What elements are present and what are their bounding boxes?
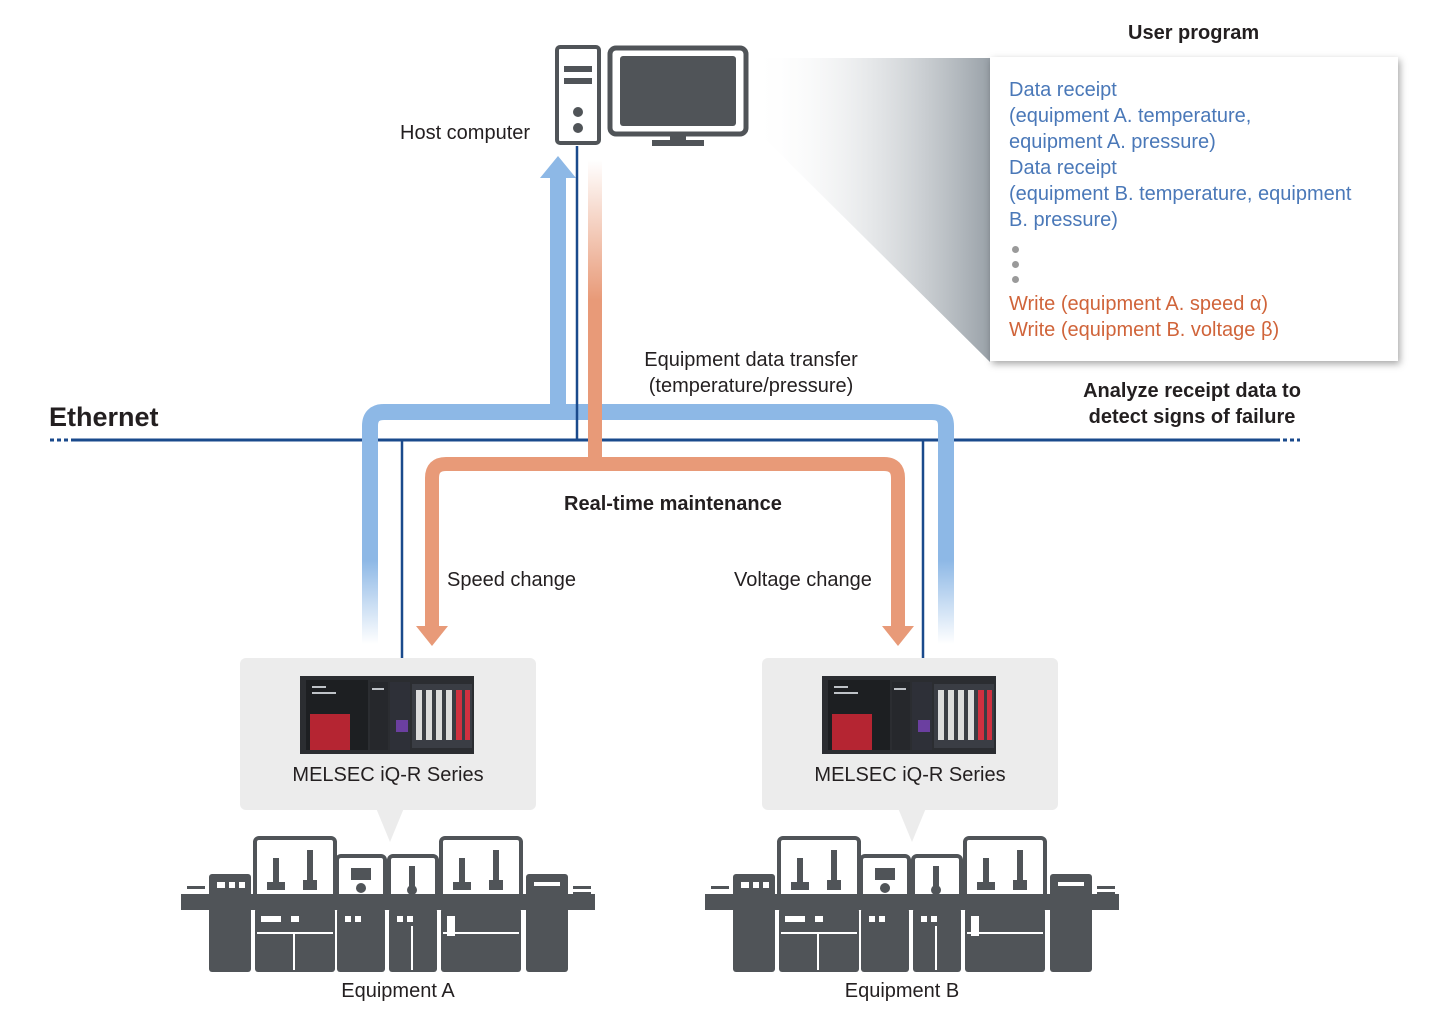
arrow-down-icon <box>882 626 914 646</box>
program-line: Data receipt <box>1009 79 1117 101</box>
monitor-icon <box>607 45 749 146</box>
plc-module-icon <box>300 676 474 754</box>
program-write-line: Write (equipment B. voltage β) <box>1009 319 1280 341</box>
equipment-b-label: Equipment B <box>844 980 960 1002</box>
production-equipment-icon <box>703 836 1121 974</box>
equipment-a-label: Equipment A <box>341 980 455 1002</box>
projection-beam <box>752 58 990 362</box>
maintenance-label: Real-time maintenance <box>564 493 782 515</box>
transfer-label-line2: (temperature/pressure) <box>648 375 854 397</box>
user-program-box: Data receipt (equipment A. temperature, … <box>990 57 1398 361</box>
plc-label-a: MELSEC iQ-R Series <box>292 764 484 786</box>
analyze-label: Analyze receipt data to detect signs of … <box>1064 380 1320 429</box>
computer-tower-icon <box>555 45 601 145</box>
upload-arrow <box>362 156 954 644</box>
program-title: User program <box>1128 22 1260 44</box>
plc-label-b: MELSEC iQ-R Series <box>814 764 1006 786</box>
ellipsis-dot <box>1012 276 1019 283</box>
program-line: (equipment A. temperature, <box>1009 105 1252 127</box>
host-computer-label: Host computer <box>400 122 531 144</box>
analyze-label-line1: Analyze receipt data to <box>1083 380 1301 402</box>
analyze-label-line2: detect signs of failure <box>1088 406 1296 428</box>
speed-change-label: Speed change <box>447 569 577 591</box>
program-line: Data receipt <box>1009 157 1117 179</box>
ellipsis-dot <box>1012 261 1019 268</box>
ethernet-label: Ethernet <box>49 402 159 432</box>
download-arrow <box>416 160 914 646</box>
voltage-change-label: Voltage change <box>734 569 872 591</box>
network-drop-lines <box>400 146 925 680</box>
arrow-up-icon <box>540 156 576 178</box>
program-line: equipment A. pressure) <box>1009 131 1216 153</box>
arrow-down-icon <box>416 626 448 646</box>
transfer-label-line1: Equipment data transfer <box>644 349 858 371</box>
transfer-label: Equipment data transfer (temperature/pre… <box>620 349 882 398</box>
program-write-line: Write (equipment A. speed α) <box>1009 293 1269 315</box>
ellipsis-dot <box>1012 246 1019 253</box>
program-line: (equipment B. temperature, equipment <box>1009 183 1352 205</box>
plc-module-icon <box>822 676 996 754</box>
production-equipment-icon <box>179 836 597 974</box>
program-line: B. pressure) <box>1009 209 1118 231</box>
